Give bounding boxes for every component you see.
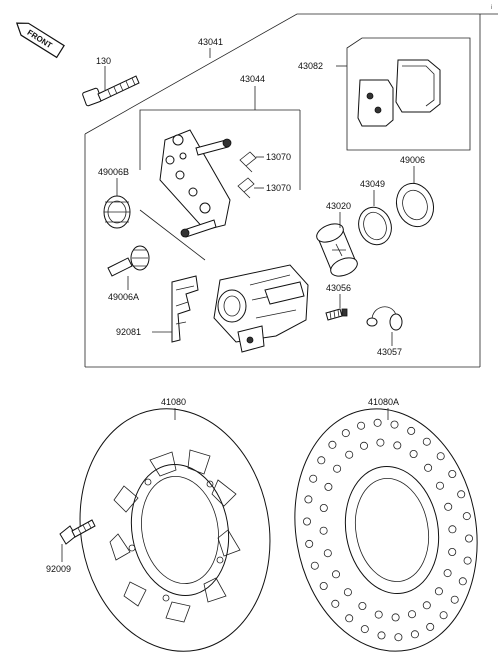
disc-drill-hole	[464, 534, 473, 543]
label-49006a: 49006A	[108, 292, 139, 302]
brake-disc-41080a	[294, 408, 478, 652]
disc-drill-hole	[317, 456, 326, 465]
dust-boot-49006b	[103, 195, 131, 229]
disc-drill-hole	[391, 613, 400, 622]
disc-drill-hole	[341, 429, 350, 438]
label-41080a: 41080A	[368, 397, 399, 407]
disc-drill-hole	[345, 450, 354, 459]
disc-drill-hole	[359, 441, 368, 450]
disc-drill-hole	[304, 495, 313, 504]
label-13070-upper: 13070	[266, 152, 291, 162]
caliper-body	[213, 264, 309, 353]
caliper-holder-frame	[139, 109, 301, 261]
label-13070-lower: 13070	[266, 183, 291, 193]
disc-drill-hole	[376, 438, 385, 447]
disc-drill-hole	[331, 570, 340, 579]
disc-screw-92009	[59, 519, 96, 545]
disc-drill-hole	[450, 595, 459, 604]
disc-drill-hole	[333, 464, 342, 473]
disc-drill-hole	[463, 556, 472, 565]
disc-drill-hole	[434, 587, 443, 596]
label-92081: 92081	[116, 327, 141, 337]
disc-drill-hole	[448, 525, 457, 534]
label-43041: 43041	[198, 37, 223, 47]
disc-drill-hole	[439, 611, 448, 620]
label-49006: 49006	[400, 155, 425, 165]
brake-disc-41080	[79, 408, 271, 652]
disc-drill-hole	[331, 599, 340, 608]
disc-drill-hole	[309, 474, 318, 483]
caliper-piston	[316, 223, 358, 277]
disc-drill-hole	[390, 420, 399, 429]
corner-mark: i	[491, 5, 492, 11]
disc-drill-hole	[443, 569, 452, 578]
disc-drill-hole	[458, 577, 467, 586]
bleeder-cap-43057	[366, 306, 403, 331]
label-43056: 43056	[326, 283, 351, 293]
disc-drill-hole	[457, 490, 466, 499]
pad-spring-clip-upper	[239, 151, 257, 173]
bleeder-valve-43056	[325, 308, 348, 321]
label-130: 130	[96, 56, 111, 66]
disc-drill-hole	[436, 452, 445, 461]
disc-drill-hole	[462, 512, 471, 521]
disc-drill-hole	[343, 588, 352, 597]
disc-drill-hole	[393, 441, 402, 450]
label-49006b: 49006B	[98, 167, 129, 177]
piston-seal-43049	[358, 206, 392, 246]
disc-drill-hole	[444, 502, 453, 511]
slide-pin-49006a	[107, 245, 150, 277]
disc-drill-hole	[319, 503, 328, 512]
disc-drill-hole	[345, 614, 354, 623]
label-43049: 43049	[360, 179, 385, 189]
brake-pad-left	[357, 79, 394, 127]
disc-drill-hole	[310, 561, 319, 570]
label-43044: 43044	[240, 74, 265, 84]
disc-drill-hole	[360, 625, 369, 634]
leader-lines	[61, 48, 415, 562]
disc-drill-hole	[358, 602, 367, 611]
brake-pad-right	[395, 59, 441, 113]
label-41080: 41080	[161, 397, 186, 407]
label-43020: 43020	[326, 201, 351, 211]
disc-drill-hole	[319, 526, 328, 535]
disc-drill-hole	[448, 469, 457, 478]
disc-drill-hole	[422, 601, 431, 610]
pad-set-frame	[346, 37, 471, 151]
label-43057: 43057	[377, 347, 402, 357]
dust-seal-49006	[395, 182, 435, 228]
disc-drill-hole	[422, 437, 431, 446]
disc-drill-hole	[394, 633, 403, 642]
disc-drill-hole	[407, 610, 416, 619]
disc-drill-hole	[302, 517, 311, 526]
label-92009: 92009	[46, 564, 71, 574]
pad-spring-plate-92081	[171, 275, 199, 343]
disc-drill-hole	[324, 482, 333, 491]
disc-drill-hole	[319, 582, 328, 591]
label-43082: 43082	[298, 61, 323, 71]
pad-spring-clip-lower	[237, 177, 255, 199]
disc-drill-hole	[377, 631, 386, 640]
disc-drill-hole	[410, 630, 419, 639]
disc-drill-hole	[426, 622, 435, 631]
disc-drill-hole	[328, 440, 337, 449]
caliper-assembly-frame	[84, 13, 498, 368]
disc-drill-hole	[323, 549, 332, 558]
disc-drill-hole	[435, 481, 444, 490]
disc-drill-hole	[305, 539, 314, 548]
front-direction-tag: FRONT	[15, 22, 65, 59]
disc-drill-hole	[448, 548, 457, 557]
disc-drill-hole	[424, 463, 433, 472]
disc-drill-hole	[374, 610, 383, 619]
caliper-holder-bracket	[159, 129, 232, 238]
bolt-130	[82, 75, 140, 107]
disc-drill-hole	[357, 421, 366, 430]
disc-drill-hole	[407, 426, 416, 435]
disc-drill-hole	[409, 449, 418, 458]
disc-drill-hole	[373, 418, 382, 427]
